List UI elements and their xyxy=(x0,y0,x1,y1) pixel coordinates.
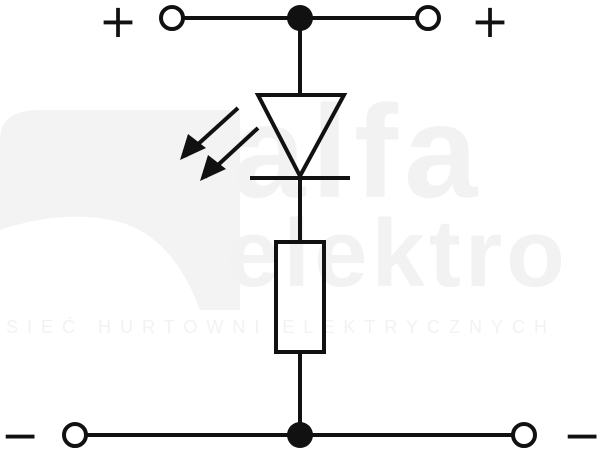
light-arrow-1-head xyxy=(180,134,206,160)
minus-sign-left: − xyxy=(0,408,40,462)
top-junction-node xyxy=(287,5,313,31)
light-arrow-2-head xyxy=(200,155,226,181)
terminal-bottom-right xyxy=(511,422,537,448)
terminal-bottom-left xyxy=(62,422,88,448)
terminal-top-right xyxy=(415,5,441,31)
resistor xyxy=(274,240,326,354)
bottom-junction-node xyxy=(287,422,313,448)
terminal-top-left xyxy=(159,5,185,31)
schematic xyxy=(62,5,537,448)
minus-sign-right: − xyxy=(562,408,600,462)
plus-sign-right: + xyxy=(470,0,510,48)
watermark-brand-sub: elektro xyxy=(226,200,569,307)
watermark-brand: alfa xyxy=(232,78,484,225)
led-diode-triangle xyxy=(254,93,348,181)
plus-sign-left: + xyxy=(98,0,138,48)
